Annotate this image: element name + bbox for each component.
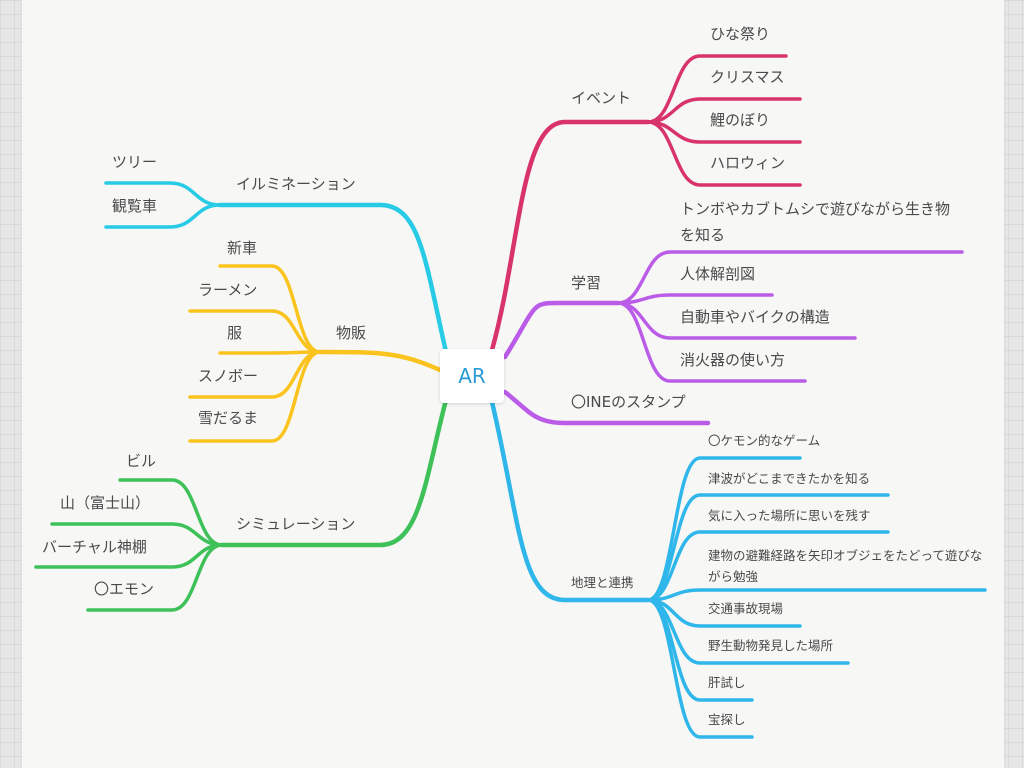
connector-sales (317, 349, 443, 373)
center-node[interactable]: AR (440, 349, 504, 403)
geo-item-2[interactable]: 津波がどこまできたかを知る (708, 471, 871, 486)
connector-learning-item (616, 293, 774, 305)
connector-geo-item (646, 588, 987, 602)
geo-item-1[interactable]: 〇ケモン的なゲーム (708, 433, 821, 448)
event-item-4[interactable]: ハロウィン (710, 154, 786, 172)
simulation-item-4[interactable]: 〇エモン (94, 580, 155, 598)
event-item-2[interactable]: クリスマス (710, 68, 785, 86)
sales-item-3[interactable]: 服 (227, 324, 243, 342)
branch-label-learning[interactable]: 学習 (571, 274, 602, 292)
learning-item-4[interactable]: 消火器の使い方 (680, 351, 786, 369)
connector-learning (502, 300, 621, 360)
simulation-item-2[interactable]: 山（富士山） (60, 494, 151, 512)
connector-sales-item (218, 350, 322, 355)
center-node-label: AR (458, 364, 486, 388)
branch-label-sales[interactable]: 物販 (336, 324, 367, 342)
branch-label-simulation[interactable]: シミュレーション (236, 515, 356, 533)
mindmap-sheet (22, 0, 1004, 768)
learning-item-1[interactable]: トンボやカブトムシで遊びながら生き物を知る (680, 200, 951, 244)
event-item-3[interactable]: 鯉のぼり (710, 111, 771, 129)
sales-item-2[interactable]: ラーメン (198, 281, 258, 299)
connector-learning-item (616, 250, 964, 305)
sales-item-4[interactable]: スノボー (198, 367, 259, 385)
connector-event (489, 119, 651, 353)
connector-sales-item (218, 264, 322, 354)
connector-event-item (646, 120, 802, 187)
simulation-item-3[interactable]: バーチャル神棚 (42, 538, 147, 556)
geo-item-3[interactable]: 気に入った場所に思いを残す (708, 508, 871, 523)
connector-simulation-item (86, 543, 224, 612)
simulation-item-1[interactable]: ビル (126, 452, 157, 470)
branch-label-stamp[interactable]: 〇INEのスタンプ (571, 393, 686, 411)
connector-sales-item (188, 350, 322, 443)
geo-item-5[interactable]: 交通事故現場 (708, 601, 784, 616)
connector-geo-item (646, 530, 890, 602)
connector-event-item (646, 54, 788, 124)
branch-label-event[interactable]: イベント (571, 89, 632, 107)
connector-geo (489, 399, 651, 603)
connector-geo-item (646, 598, 754, 739)
geo-item-7[interactable]: 肝試し (708, 675, 746, 690)
branch-label-illumination[interactable]: イルミネーション (236, 175, 356, 193)
connector-simulation-item (118, 478, 224, 547)
connector-simulation (219, 397, 449, 548)
geo-item-4[interactable]: 建物の避難経路を矢印オブジェをたどって遊びながら勉強 (708, 548, 983, 584)
connector-illumination-item (104, 203, 222, 229)
sales-item-1[interactable]: 新車 (227, 239, 258, 257)
learning-item-2[interactable]: 人体解剖図 (680, 265, 756, 283)
connector-stamp (502, 389, 711, 426)
connector-illumination (217, 202, 449, 355)
geo-item-6[interactable]: 野生動物発見した場所 (708, 638, 834, 653)
illumination-item-2[interactable]: 観覧車 (112, 197, 158, 215)
connector-learning-item (616, 301, 807, 383)
connector-sales-item (188, 309, 322, 354)
event-item-1[interactable]: ひな祭り (710, 25, 771, 43)
branch-label-geo[interactable]: 地理と連携 (571, 575, 634, 590)
illumination-item-1[interactable]: ツリー (112, 153, 158, 171)
sales-item-5[interactable]: 雪だるま (198, 409, 259, 427)
learning-item-3[interactable]: 自動車やバイクの構造 (680, 308, 830, 326)
geo-item-8[interactable]: 宝探し (708, 712, 746, 727)
